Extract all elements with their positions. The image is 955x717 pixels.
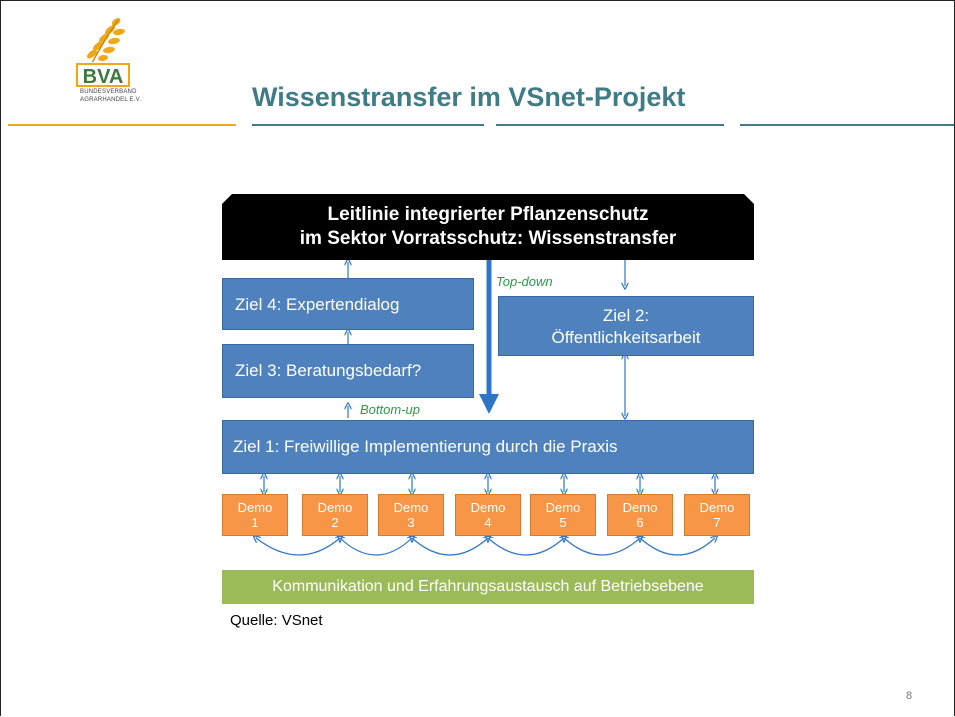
top-down-label: Top-down [496, 274, 553, 289]
communication-box: Kommunikation und Erfahrungsaustausch au… [222, 570, 754, 604]
demo-box-3: Demo 3 [378, 494, 444, 536]
demo-6-word: Demo [622, 500, 658, 515]
logo-line2: AGRARHANDEL E.V. [80, 97, 142, 103]
ziel2-line-1: Ziel 2: [602, 306, 650, 325]
demo-3-word: Demo [393, 500, 429, 515]
demo-box-6: Demo 6 [607, 494, 673, 536]
logo-line1: BUNDESVERBAND [80, 89, 137, 95]
wheat-logo-icon: BVA [76, 18, 130, 88]
page-title: Wissenstransfer im VSnet-Projekt [252, 82, 686, 112]
ziel4-label: Ziel 4: Expertendialog [235, 295, 400, 314]
ziel2-box: Ziel 2: Öffentlichkeitsarbeit [498, 296, 754, 356]
demo-6-number: 6 [636, 515, 644, 530]
connector-arrows [200, 192, 760, 556]
demo-2-number: 2 [331, 515, 339, 530]
demo-box-4: Demo 4 [455, 494, 521, 536]
demo-1-word: Demo [237, 500, 273, 515]
demo-box-5: Demo 5 [530, 494, 596, 536]
title-rule-1 [252, 124, 484, 126]
demo-5-word: Demo [545, 500, 581, 515]
demo-box-7: Demo 7 [684, 494, 750, 536]
header-box: Leitlinie integrierter Pflanzenschutz im… [222, 194, 754, 260]
ziel3-box: Ziel 3: Beratungsbedarf? [222, 344, 474, 398]
demo-7-number: 7 [713, 515, 721, 530]
ziel2-line-2: Öffentlichkeitsarbeit [551, 328, 701, 347]
title-rule-2 [496, 124, 724, 126]
demo-5-number: 5 [559, 515, 567, 530]
demo-4-number: 4 [484, 515, 492, 530]
svg-text:BVA: BVA [83, 66, 124, 88]
ziel1-box: Ziel 1: Freiwillige Implementierung durc… [222, 420, 754, 474]
demo-2-word: Demo [317, 500, 353, 515]
ziel1-label: Ziel 1: Freiwillige Implementierung durc… [233, 437, 618, 456]
demo-1-number: 1 [251, 515, 259, 530]
page-number: 8 [906, 690, 913, 702]
header-line-1: Leitlinie integrierter Pflanzenschutz [327, 204, 649, 225]
demo-4-word: Demo [470, 500, 506, 515]
demo-box-1: Demo 1 [222, 494, 288, 536]
bottom-up-label: Bottom-up [360, 402, 420, 417]
demo-3-number: 3 [407, 515, 415, 530]
demo-box-2: Demo 2 [302, 494, 368, 536]
ziel4-box: Ziel 4: Expertendialog [222, 278, 474, 330]
title-rule-left [8, 124, 236, 126]
header-line-2: im Sektor Vorratsschutz: Wissenstransfer [299, 228, 677, 249]
demo-7-word: Demo [699, 500, 735, 515]
title-rule-3 [740, 124, 954, 126]
demo-exchange-arcs [256, 538, 715, 556]
knowledge-transfer-diagram: Leitlinie integrierter Pflanzenschutz im… [200, 192, 760, 612]
source-note: Quelle: VSnet [230, 612, 323, 629]
ziel3-label: Ziel 3: Beratungsbedarf? [235, 361, 422, 380]
